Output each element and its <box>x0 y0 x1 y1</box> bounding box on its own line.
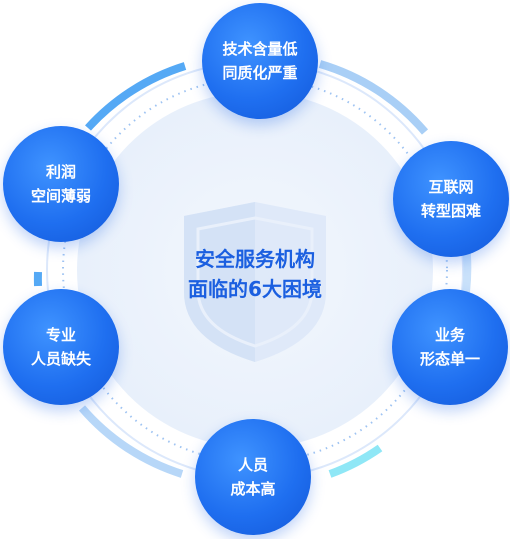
node-label-line1: 互联网 <box>428 175 473 199</box>
node-low-tech-homogenization: 技术含量低 同质化严重 <box>202 3 318 119</box>
node-label-line2: 转型困难 <box>421 199 481 223</box>
node-label-line2: 人员缺失 <box>31 347 91 371</box>
center-title-line2: 面临的6大困境 <box>150 274 360 304</box>
node-label-line1: 技术含量低 <box>222 37 297 61</box>
node-high-staff-cost: 人员 成本高 <box>195 419 311 535</box>
node-lack-of-professionals: 专业 人员缺失 <box>3 289 119 405</box>
node-label-line1: 专业 <box>46 323 76 347</box>
node-single-business-form: 业务 形态单一 <box>392 289 508 405</box>
node-label-line1: 利润 <box>46 160 76 184</box>
node-label-line1: 人员 <box>238 453 268 477</box>
node-internet-transformation: 互联网 转型困难 <box>393 141 509 257</box>
node-label-line1: 业务 <box>435 323 465 347</box>
node-weak-profit-margin: 利润 空间薄弱 <box>3 126 119 242</box>
center-title: 安全服务机构 面临的6大困境 <box>150 244 360 304</box>
node-label-line2: 成本高 <box>230 477 275 501</box>
node-label-line2: 同质化严重 <box>222 61 297 85</box>
node-label-line2: 形态单一 <box>420 347 480 371</box>
center-title-line1: 安全服务机构 <box>150 244 360 274</box>
node-label-line2: 空间薄弱 <box>31 184 91 208</box>
